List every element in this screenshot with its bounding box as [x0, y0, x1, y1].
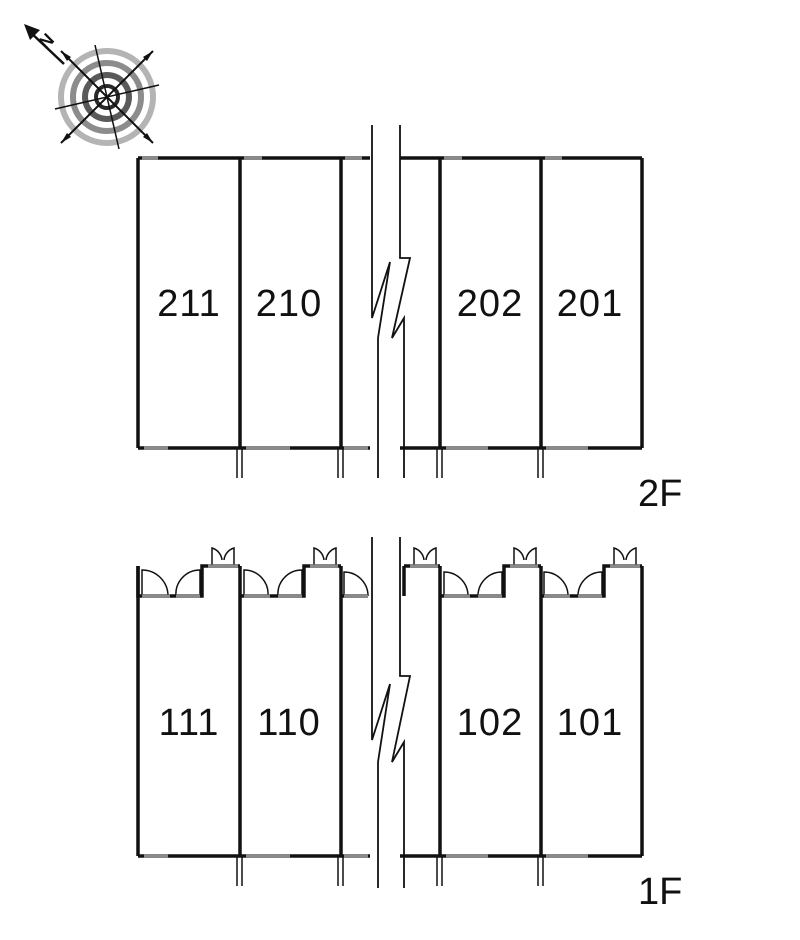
- unit-label-210: 210: [256, 283, 322, 325]
- unit-label-110: 110: [257, 702, 321, 744]
- floor-1f: 111 110 102 101 1F: [136, 537, 682, 913]
- break-line-icon-1f: [371, 537, 412, 888]
- north-arrow-icon: [24, 24, 65, 65]
- floor-2f: 211 210 202 201 2F: [136, 125, 682, 515]
- break-line-icon: [371, 125, 412, 478]
- unit-label-102: 102: [457, 702, 523, 744]
- compass-rose-icon: [54, 44, 160, 150]
- unit-label-211: 211: [157, 283, 221, 325]
- unit-label-101: 101: [557, 702, 623, 744]
- floor-label-1f: 1F: [638, 871, 682, 913]
- north-label: N: [35, 29, 58, 52]
- unit-label-201: 201: [557, 283, 623, 325]
- floor-label-2f: 2F: [638, 473, 682, 515]
- unit-label-111: 111: [159, 702, 220, 744]
- unit-label-202: 202: [457, 283, 523, 325]
